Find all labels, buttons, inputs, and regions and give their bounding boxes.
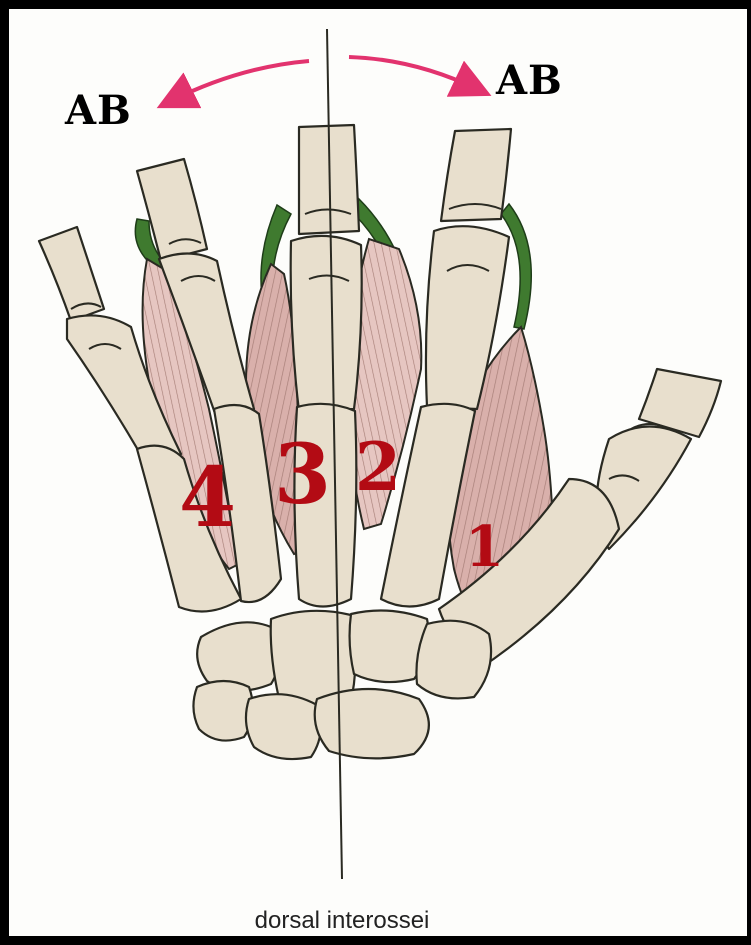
abduction-arrow-right bbox=[349, 57, 477, 89]
carpal-trapezium bbox=[416, 621, 491, 699]
muscle-number-3: 3 bbox=[274, 434, 331, 516]
carpal-lunate bbox=[246, 694, 321, 759]
muscle-number-2: 2 bbox=[355, 434, 401, 500]
carpal-triquetrum bbox=[193, 681, 253, 741]
abduction-arrow-left bbox=[171, 61, 309, 101]
muscle-number-4: 4 bbox=[179, 457, 236, 539]
figure-caption: dorsal interossei bbox=[9, 907, 675, 935]
carpal-scaphoid bbox=[315, 689, 429, 758]
abduction-label-right: AB bbox=[496, 57, 563, 104]
little-finger-distal bbox=[39, 227, 104, 321]
carpal-hamate bbox=[197, 622, 279, 691]
middle-finger-middle bbox=[291, 236, 362, 411]
abduction-label-left: AB bbox=[65, 87, 132, 134]
muscle-number-1: 1 bbox=[465, 519, 504, 575]
